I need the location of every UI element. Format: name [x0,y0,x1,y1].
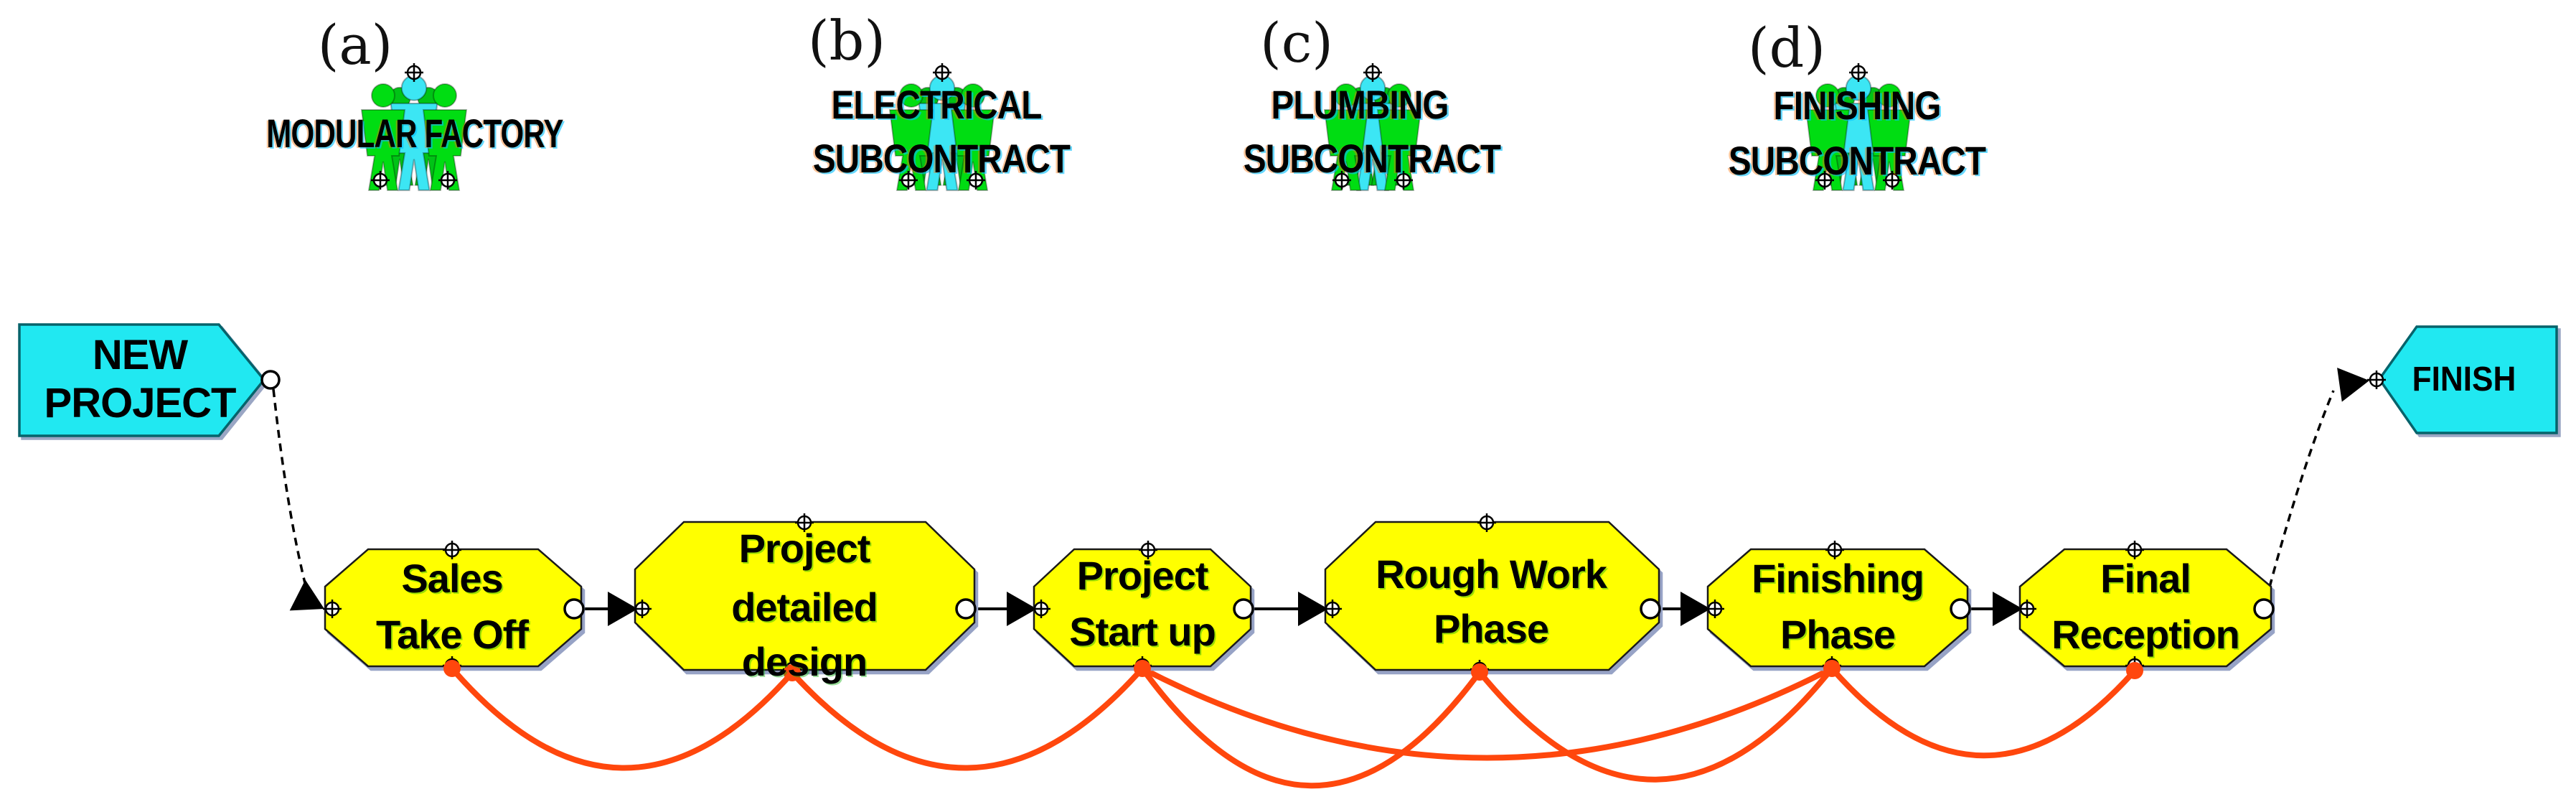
sales-label-line1: Sales [401,556,503,601]
rough-label-line2: Phase [1434,606,1549,651]
design-resource-anchor [784,664,801,681]
finishing-resource-anchor [1823,660,1841,677]
sales-output-port[interactable] [563,598,585,620]
arrowhead-into-finish [2337,363,2372,402]
startup-shape[interactable] [1033,548,1252,668]
activity-project-start-up[interactable] [1030,539,1254,677]
resource-link-sales-design[interactable] [449,666,795,771]
end-node-finish[interactable] [2366,325,2558,434]
new-project-shape[interactable] [18,323,266,437]
sales-resource-anchor [443,660,461,677]
new-project-output-port[interactable] [260,370,281,390]
resource-links [449,666,2138,789]
panel-label-a: (a) [317,13,393,77]
design-shape[interactable] [634,521,976,671]
resource-name-plumbing-line2: SUBCONTRACT [1243,136,1501,181]
connector-final-finish[interactable] [2265,390,2335,601]
startup-label-line1: Project [1076,553,1209,598]
finish-shape[interactable] [2377,325,2558,434]
startup-resource-anchor [1134,660,1151,677]
activity-final-reception[interactable] [2016,539,2275,679]
finishing-shape[interactable] [1706,548,1969,668]
panel-label-c: (c) [1260,11,1333,75]
start-node-new-project[interactable] [18,323,281,437]
finishing-output-port[interactable] [1950,598,1971,620]
final-output-port[interactable] [2253,598,2275,620]
final-label-line2: Reception [2051,612,2240,657]
rough-shape[interactable] [1324,521,1660,671]
panel-label-d: (d) [1748,16,1825,80]
resource-name-modular-factory: MODULAR FACTORY [266,111,563,156]
resource-link-design-startup[interactable] [789,666,1145,771]
rough-output-port[interactable] [1640,598,1661,620]
finishing-label-line2: Phase [1780,612,1896,657]
new-project-label-line1: NEW [92,332,188,378]
connector-newproject-sales[interactable] [272,388,309,592]
startup-label-line2: Start up [1069,609,1216,654]
sales-label-line2: Take Off [376,612,529,657]
rough-label-line1: Rough Work [1376,551,1607,597]
finishing-label-line1: Finishing [1752,556,1924,601]
resource-link-startup-rough[interactable] [1139,666,1482,789]
design-output-port[interactable] [955,598,977,620]
design-label-line3: design [741,639,868,684]
final-shape[interactable] [2018,548,2272,668]
final-label-line1: Final [2100,556,2191,601]
panel-label-b: (b) [808,9,885,73]
resource-name-finishing-line1: FINISHING [1773,83,1941,128]
resource-name-electrical-line1: ELECTRICAL [831,82,1043,127]
resource-name-plumbing-line1: PLUMBING [1271,82,1449,127]
finish-label: FINISH [2412,360,2516,398]
design-label-line1: Project [738,526,871,571]
resource-link-startup-finishing[interactable] [1139,666,1835,761]
rough-resource-anchor [1471,663,1488,681]
activity-project-detailed-design[interactable] [631,512,977,681]
sales-take-off-shape[interactable] [324,548,583,668]
resource-link-finishing-final[interactable] [1829,666,2138,759]
startup-output-port[interactable] [1233,598,1254,620]
activity-finishing-phase[interactable] [1704,539,1971,677]
activity-rough-work-phase[interactable] [1322,512,1661,681]
resource-name-finishing-line2: SUBCONTRACT [1728,138,1986,183]
new-project-label-line2: PROJECT [44,380,237,426]
design-label-line2: detailed [731,584,878,630]
final-resource-anchor [2126,662,2143,679]
resource-link-rough-finishing[interactable] [1477,666,1835,783]
resource-name-electrical-line2: SUBCONTRACT [812,136,1071,181]
activity-sales-take-off[interactable] [321,539,585,677]
sequence-connectors [272,363,2372,626]
